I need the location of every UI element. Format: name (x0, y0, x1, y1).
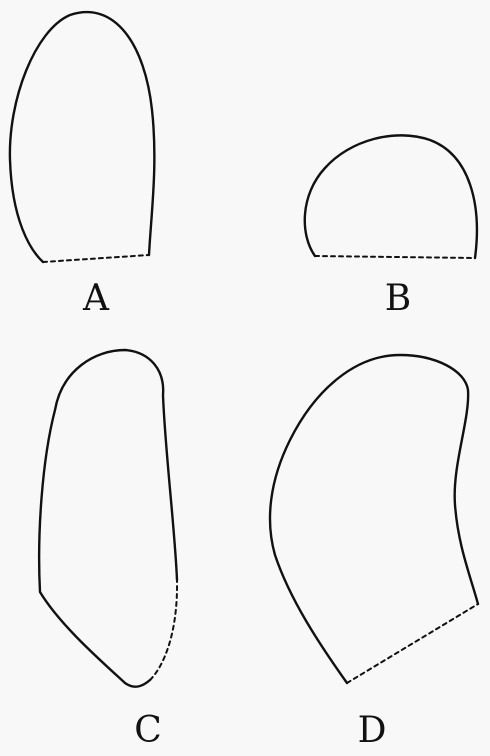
panel-a-label: A (82, 278, 110, 319)
panel-a-dashed-base (43, 255, 149, 262)
panel-d: D (270, 355, 478, 751)
panel-c-label: C (134, 710, 162, 751)
panel-b-dashed-base (315, 256, 475, 258)
panel-b-label: B (385, 278, 411, 319)
panel-d-dashed-edge (347, 604, 478, 683)
panel-d-label: D (358, 710, 387, 751)
panel-a-outline (10, 12, 154, 262)
panel-c-outline (39, 350, 177, 687)
panel-b-outline (305, 135, 477, 258)
panel-a: A (10, 12, 154, 319)
panel-d-outline (270, 355, 478, 683)
panel-c-dashed-edge (150, 580, 177, 680)
panel-b: B (305, 135, 477, 319)
panel-c: C (39, 350, 177, 751)
